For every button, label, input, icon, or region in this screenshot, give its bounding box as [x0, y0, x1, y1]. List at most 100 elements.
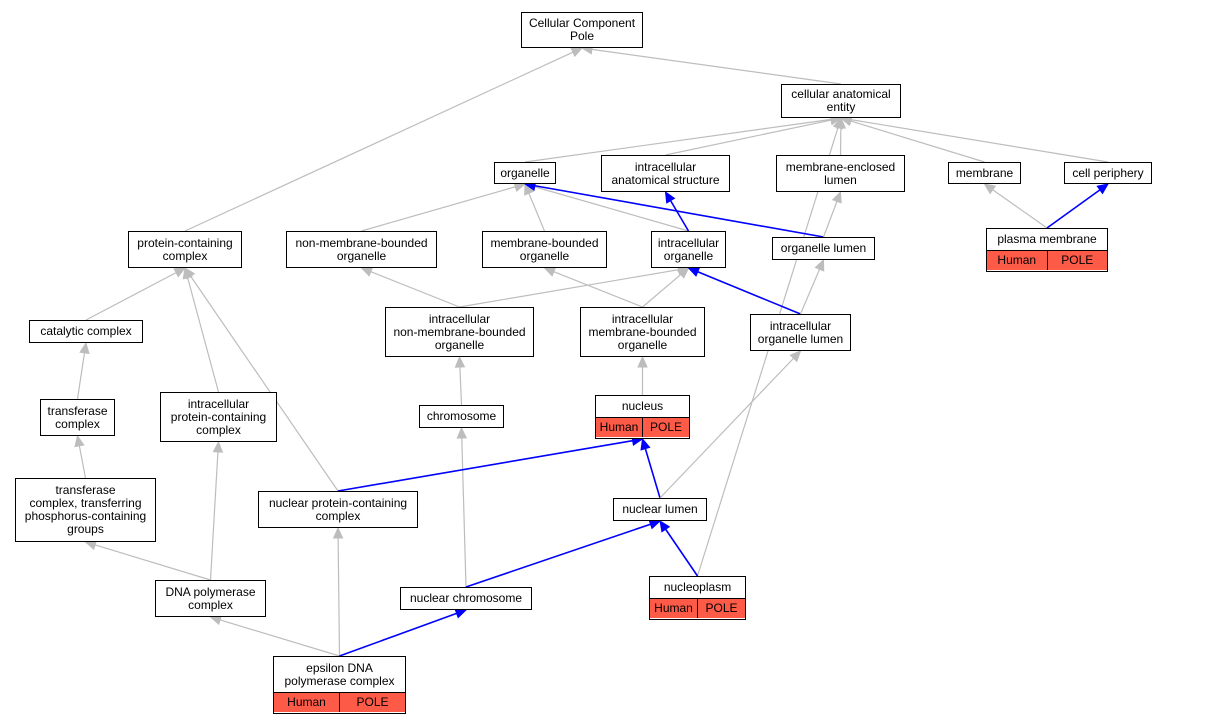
node-label: transferase complex, transferring phosph…: [24, 483, 147, 536]
edge-tc-to-cat: [76, 352, 86, 400]
edge-arrowhead: [360, 266, 374, 277]
edge-npcc-to-nucleus: [337, 439, 633, 492]
node-ipcc[interactable]: intracellular protein-containing complex: [160, 392, 277, 442]
node-nl[interactable]: nuclear lumen: [613, 498, 707, 521]
edge-arrowhead: [637, 355, 648, 368]
edge-mbo-to-organelle: [528, 193, 546, 232]
node-label: catalytic complex: [40, 324, 132, 338]
edge-ipcc-to-pcc: [187, 277, 220, 393]
annotation-gene[interactable]: POLE: [697, 599, 745, 618]
node-label: cellular anatomical entity: [791, 87, 891, 114]
node-npcc[interactable]: nuclear protein-containing complex: [258, 491, 418, 528]
edge-eps-to-nchrom: [339, 612, 457, 657]
annotation-species[interactable]: Human: [997, 253, 1037, 267]
edge-pm-to-membrane: [992, 189, 1048, 229]
node-tc[interactable]: transferase complex: [40, 399, 115, 436]
edge-organelle-to-cae: [524, 118, 832, 163]
edge-arrowhead: [456, 426, 468, 439]
edge-nl-to-nucleus: [644, 448, 661, 499]
node-label: intracellular non-membrane-bounded organ…: [393, 311, 526, 352]
edge-tcp-to-tc: [78, 445, 87, 479]
edge-arrowhead: [648, 519, 662, 530]
node-label: DNA polymerase complex: [165, 584, 256, 612]
edge-iol-to-ol: [799, 268, 821, 315]
edge-ias-to-cae: [665, 119, 832, 156]
node-nchrom[interactable]: nuclear chromosome: [400, 587, 532, 610]
edge-dnap-to-ipcc: [209, 451, 219, 581]
edge-io-to-organelle: [534, 186, 689, 232]
node-cae[interactable]: cellular anatomical entity: [781, 84, 901, 118]
node-label: transferase complex: [47, 403, 108, 431]
node-mel[interactable]: membrane-enclosed lumen: [776, 155, 905, 192]
node-dnap[interactable]: DNA polymerase complex: [155, 580, 266, 617]
edge-io-to-ias: [669, 200, 690, 232]
edge-arrowhead: [1096, 183, 1109, 195]
node-io[interactable]: intracellular organelle: [651, 231, 726, 268]
node-inmbo[interactable]: intracellular non-membrane-bounded organ…: [385, 307, 534, 357]
node-label: nuclear chromosome: [409, 591, 523, 605]
node-mbo[interactable]: membrane-bounded organelle: [482, 231, 607, 268]
annotation-gene[interactable]: POLE: [642, 418, 689, 437]
edge-np-to-nl: [664, 528, 699, 577]
edge-imbo-to-io: [642, 274, 682, 308]
edge-arrowhead: [79, 341, 90, 355]
node-label: plasma membrane: [997, 232, 1097, 246]
node-label: intracellular protein-containing complex: [170, 396, 267, 437]
node-cellper[interactable]: cell periphery: [1064, 162, 1152, 184]
node-label: membrane-enclosed lumen: [785, 159, 896, 187]
annotation-species[interactable]: Human: [287, 695, 326, 709]
node-label: epsilon DNA polymerase complex: [284, 660, 395, 688]
edge-cat-to-pcc: [85, 272, 177, 321]
edge-arrowhead: [814, 258, 825, 272]
node-label: intracellular membrane-bounded organelle: [588, 311, 697, 352]
node-cat[interactable]: catalytic complex: [29, 320, 143, 343]
node-iol[interactable]: intracellular organelle lumen: [750, 314, 851, 351]
annotation-species[interactable]: Human: [654, 601, 693, 615]
edge-dnap-to-tcp: [94, 544, 211, 581]
edge-arrowhead: [659, 519, 671, 533]
annotation-gene[interactable]: POLE: [339, 693, 405, 712]
node-label: nuclear lumen: [622, 502, 698, 516]
edge-arrowhead: [543, 266, 557, 277]
edge-chrom-to-inmbo: [459, 366, 463, 406]
edge-iol-to-io: [697, 271, 801, 315]
edge-ol-to-mel: [822, 201, 838, 238]
node-chrom[interactable]: chromosome: [419, 405, 504, 428]
annotation-species[interactable]: Human: [599, 420, 639, 434]
node-label: cell periphery: [1072, 165, 1144, 180]
edge-arrowhead: [212, 440, 224, 453]
edge-arrowhead: [983, 183, 997, 195]
edge-arrowhead: [74, 434, 85, 448]
edge-arrowhead: [664, 190, 676, 204]
node-nmbo[interactable]: non-membrane-bounded organelle: [286, 231, 437, 268]
node-membrane[interactable]: membrane: [948, 162, 1021, 184]
edge-nchrom-to-nl: [465, 523, 651, 588]
node-ol[interactable]: organelle lumen: [772, 237, 875, 260]
node-ccp[interactable]: Cellular Component Pole: [521, 12, 643, 48]
node-label: membrane-bounded organelle: [490, 235, 599, 263]
annotation-row: Human POLE: [274, 692, 405, 712]
edge-arrowhead: [454, 355, 466, 368]
annotation-gene[interactable]: POLE: [1046, 251, 1108, 270]
node-imbo[interactable]: intracellular membrane-bounded organelle: [580, 307, 705, 357]
edge-arrowhead: [640, 437, 651, 451]
node-organelle[interactable]: organelle: [494, 162, 556, 184]
edge-arrowhead: [454, 608, 468, 619]
edge-pm-to-cellper: [1046, 189, 1101, 229]
node-pcc[interactable]: protein-containing complex: [128, 231, 242, 268]
edge-nmbo-to-organelle: [361, 186, 516, 232]
node-label: organelle: [500, 165, 550, 180]
edge-eps-to-dnap: [219, 619, 340, 657]
edge-inmbo-to-io: [459, 269, 679, 308]
edge-nl-to-iol: [659, 357, 795, 499]
edge-arrowhead: [687, 267, 701, 277]
node-tcp[interactable]: transferase complex, transferring phosph…: [15, 478, 156, 542]
edge-cellper-to-cae: [850, 119, 1109, 163]
node-ias[interactable]: intracellular anatomical structure: [601, 155, 730, 192]
